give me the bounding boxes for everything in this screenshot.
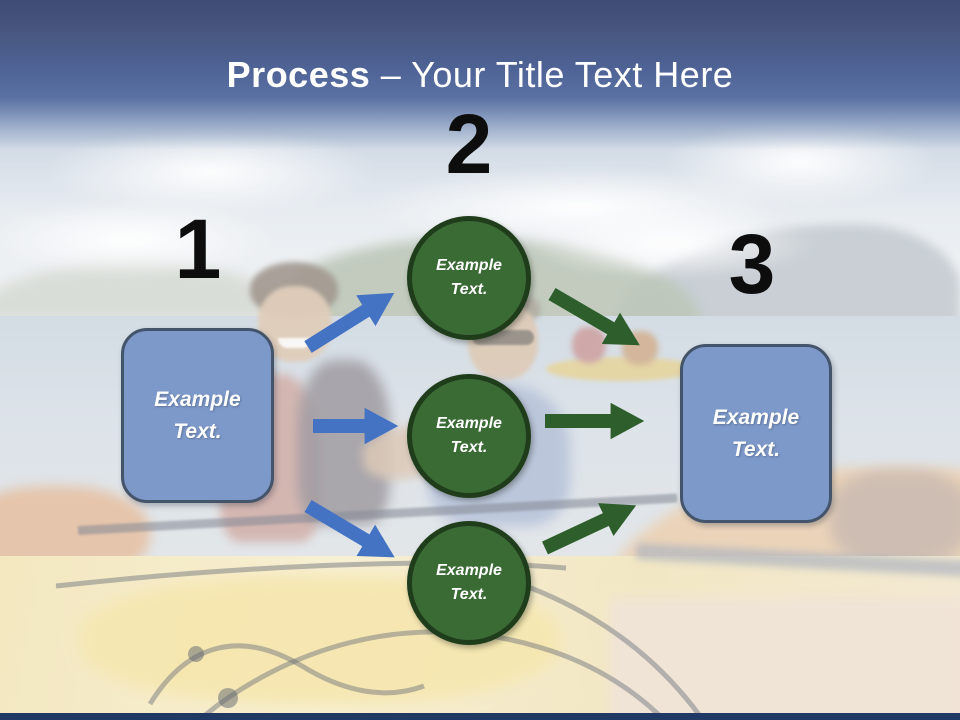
title-emphasis: Process [226, 54, 371, 95]
slide-title: Process – Your Title Text Here [0, 54, 960, 96]
photo-distant-kayak [546, 357, 698, 381]
photo-kayak-deck [610, 598, 960, 720]
footer-bar [0, 713, 960, 720]
step-number-1: 1 [174, 202, 222, 296]
photo-man-smile [278, 338, 312, 348]
step2-circle-top-label: Example Text. [436, 257, 502, 298]
arrow-box1-to-circle-bottom [304, 499, 395, 558]
step3-label: Example Text. [712, 406, 800, 461]
step1-box: Example Text. [121, 328, 274, 503]
arrow-box1-to-circle-top [304, 292, 395, 353]
photo-kayak-right-shadow [830, 470, 960, 565]
title-rest: Your Title Text Here [411, 54, 734, 95]
photo-cloud [0, 198, 280, 280]
title-separator: – [370, 54, 412, 95]
header-band [0, 0, 960, 150]
step2-circle-bottom: Example Text. [407, 521, 531, 645]
arrow-circle-top-to-box3 [548, 287, 640, 346]
photo-distant-paddler [572, 327, 606, 363]
step3-box: Example Text. [680, 344, 832, 523]
step2-circle-bottom-label: Example Text. [436, 562, 502, 603]
step2-circle-middle-label: Example Text. [436, 415, 502, 456]
step1-label: Example Text. [154, 388, 241, 443]
step-number-2: 2 [445, 97, 493, 191]
step-number-3: 3 [728, 217, 776, 311]
photo-cloud [520, 208, 820, 280]
arrow-circle-bottom-to-box3 [542, 503, 637, 555]
step2-circle-top: Example Text. [407, 216, 531, 340]
step2-circle-middle: Example Text. [407, 374, 531, 498]
